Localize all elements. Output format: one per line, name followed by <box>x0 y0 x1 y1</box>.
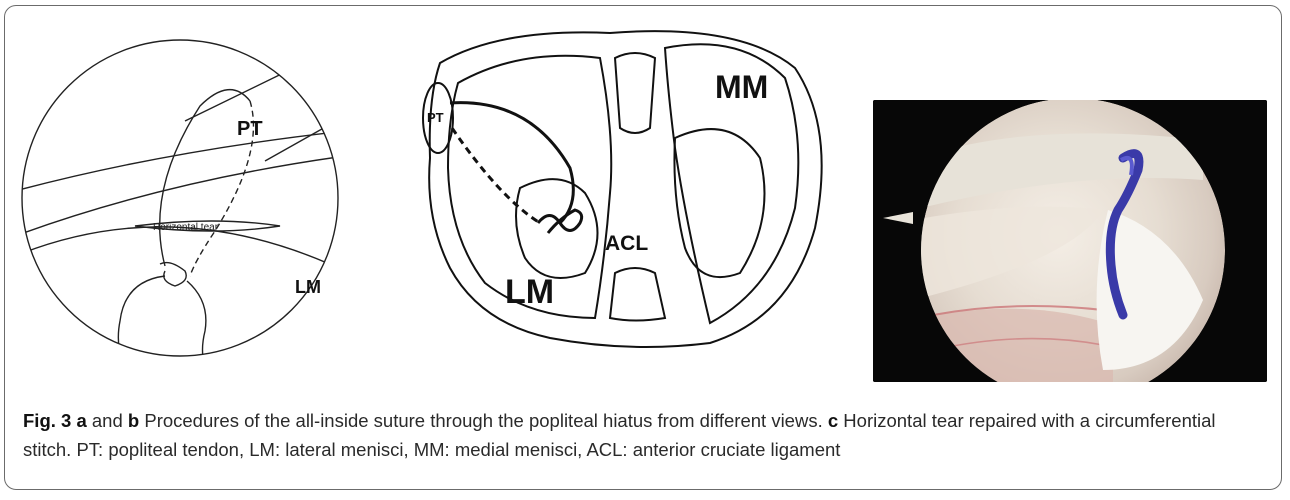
suture-tail-left <box>118 276 165 366</box>
suture-front <box>450 103 573 223</box>
suture-tail-right <box>187 281 206 366</box>
panel-c-arthroscopic-photo <box>873 100 1267 382</box>
label-acl: ACL <box>605 232 648 255</box>
caption-and: and <box>87 410 128 431</box>
panel-b-schematic: PT MM ACL LM <box>410 18 840 358</box>
label-pt: PT <box>427 110 444 125</box>
intercondylar-area-bottom <box>610 268 665 321</box>
intercondylar-area-top <box>615 53 655 133</box>
label-pt: PT <box>237 118 263 140</box>
caption-fig-label: Fig. 3 <box>23 410 71 431</box>
lateral-meniscus-inner <box>516 179 598 278</box>
caption-text-1: Procedures of the all-inside suture thro… <box>139 410 828 431</box>
label-mm: MM <box>715 69 768 105</box>
meniscus-edge-upper <box>15 131 345 191</box>
tibial-surface-line <box>15 227 345 271</box>
suture-loop-front <box>160 90 250 266</box>
panel-b-drawing: PT MM ACL LM <box>410 18 840 358</box>
suture-back <box>452 128 540 223</box>
tendon-line-upper <box>185 43 345 121</box>
medial-meniscus-inner <box>674 129 764 277</box>
tendon-line-lower <box>265 116 345 161</box>
figure-frame: PT Horizontal tear LM PT MM ACL <box>4 5 1282 490</box>
label-lm: LM <box>295 277 321 297</box>
caption-part-a: a <box>76 410 86 431</box>
arthroscope-view-circle <box>22 40 338 356</box>
label-horizontal-tear: Horizontal tear <box>153 222 219 233</box>
panel-a-schematic: PT Horizontal tear LM <box>15 31 345 366</box>
label-lm: LM <box>505 273 554 311</box>
panel-a-drawing: PT Horizontal tear LM <box>15 31 345 366</box>
suture-knot <box>160 263 186 286</box>
caption-part-b: b <box>128 410 139 431</box>
arthroscopic-photo <box>873 100 1267 382</box>
suture-knot <box>538 210 582 233</box>
figure-caption: Fig. 3 a and b Procedures of the all-ins… <box>23 406 1268 464</box>
caption-part-c: c <box>828 410 838 431</box>
